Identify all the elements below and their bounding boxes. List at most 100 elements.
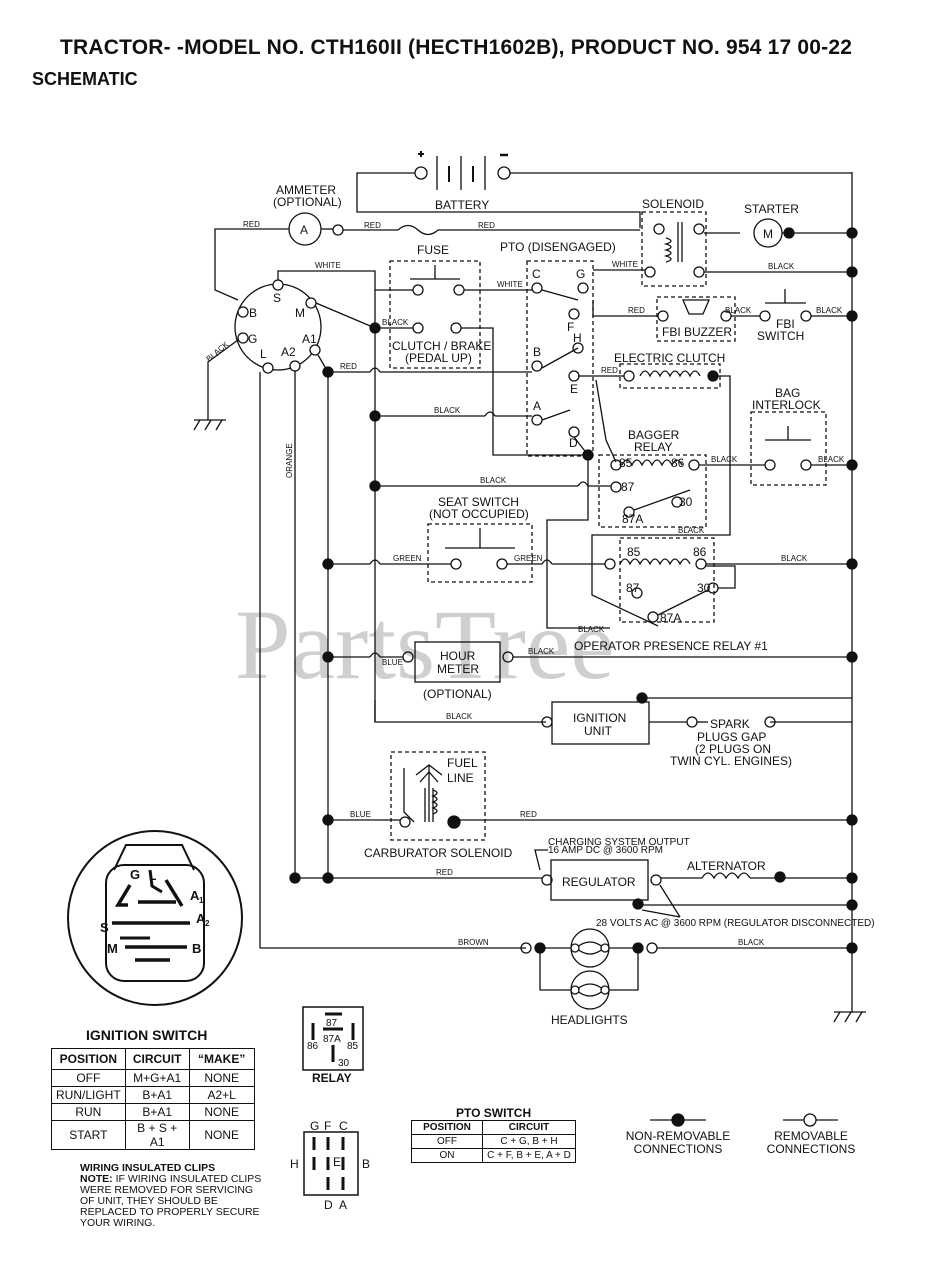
pto-pin-label: D (324, 1198, 333, 1212)
note-heading: WIRING INSULATED CLIPS (80, 1162, 216, 1174)
fuse-label: FUSE (417, 243, 449, 257)
connector (332, 224, 344, 236)
terminal-label: B (533, 345, 541, 359)
battery (414, 151, 511, 190)
wire-label: BLACK (480, 476, 507, 485)
relay-label: RELAY (312, 1071, 352, 1085)
terminal-label: A1 (302, 332, 317, 346)
hour-meter-label: HOUR (440, 649, 476, 663)
bag-interlock (750, 411, 827, 486)
wire-label: BLACK (818, 455, 845, 464)
wire-label: BLACK (711, 455, 738, 464)
page-subtitle: SCHEMATIC (32, 69, 138, 89)
fbi-buzzer (656, 296, 736, 342)
note-text: IF WIRING INSULATED CLIPS WERE REMOVED F… (80, 1173, 262, 1229)
pto-pin-diagram (303, 1131, 359, 1196)
ignition-unit-label-2: UNIT (584, 724, 613, 738)
note-label: NOTE: (80, 1173, 113, 1185)
ammeter-label: AMMETER (276, 183, 336, 197)
seat-switch-label-2: (NOT OCCUPIED) (429, 507, 529, 521)
removable-connection-icon (803, 1113, 817, 1127)
wire-label: RED (601, 366, 618, 375)
switch-face-label: 2 (205, 919, 210, 928)
spark-plugs-label-2: PLUGS GAP (697, 730, 766, 744)
legend-label: REMOVABLE (774, 1129, 848, 1143)
terminal-label: 30 (697, 581, 711, 595)
fbi-switch-label: FBI (776, 317, 795, 331)
wire-label: WHITE (497, 280, 523, 289)
terminal-label: L (260, 347, 267, 361)
wire-label: RED (243, 220, 260, 229)
table-cell: OFF (51, 1069, 126, 1087)
legend-label: CONNECTIONS (633, 1142, 723, 1156)
terminal-label: D (569, 436, 578, 450)
wire-label: BLACK (205, 339, 231, 363)
table-cell: NONE (188, 1069, 255, 1087)
table-cell: A2+L (188, 1086, 255, 1104)
terminal-label: G (248, 332, 257, 346)
seat-switch-label: SEAT SWITCH (438, 495, 519, 509)
table-header: “MAKE” (188, 1048, 255, 1070)
switch-face-label: 1 (199, 896, 204, 905)
pto-pin-label: A (339, 1198, 347, 1212)
legend-label: NON-REMOVABLE (625, 1129, 731, 1143)
starter-label: STARTER (744, 202, 799, 216)
table-cell: M+G+A1 (124, 1069, 190, 1087)
terminal-label: 85 (627, 545, 641, 559)
wire-label: GREEN (393, 554, 422, 563)
hour-meter-optional: (OPTIONAL) (423, 687, 492, 701)
fuel-line-label-2: LINE (447, 771, 474, 785)
terminal-label: 87 (621, 480, 635, 494)
terminal-label: B (249, 306, 257, 320)
bag-interlock-label: BAG (775, 386, 800, 400)
pto-label: PTO (DISENGAGED) (500, 240, 616, 254)
note-body: NOTE: IF WIRING INSULATED CLIPS WERE REM… (80, 1174, 270, 1229)
electric-clutch-label: ELECTRIC CLUTCH (614, 351, 725, 365)
table-row: RUN B+A1 NONE (51, 1103, 255, 1121)
spark-plugs-label: SPARK (710, 717, 750, 731)
pto-pin-label: G (310, 1119, 319, 1133)
wire-label: GREEN (514, 554, 543, 563)
relay-pin-diagram (302, 1006, 364, 1071)
switch-face-label: S (100, 920, 109, 935)
wire-label: ORANGE (285, 443, 294, 478)
table-cell: ON (411, 1148, 483, 1163)
ammeter-symbol: A (300, 223, 308, 237)
wire-battery-pos (356, 172, 641, 228)
hour-meter (414, 641, 501, 683)
switch-face-label: A (190, 888, 200, 903)
spark-plugs-label-4: TWIN CYL. ENGINES) (670, 754, 792, 768)
table-row: OFF M+G+A1 NONE (51, 1069, 255, 1087)
relay-pin-label: 87A (323, 1034, 341, 1045)
hour-meter-label-2: METER (437, 662, 479, 676)
carburetor-label: CARBURATOR SOLENOID (364, 846, 513, 860)
wire-label: WHITE (612, 260, 638, 269)
table-cell: OFF (411, 1134, 483, 1149)
bagger-label-2: RELAY (634, 440, 672, 454)
wire-label: BROWN (458, 938, 489, 947)
fuse-symbol (397, 224, 439, 236)
charging-label-2: 16 AMP DC @ 3600 RPM (548, 845, 663, 856)
wire-label: RED (364, 221, 381, 230)
wire-label: BLACK (382, 318, 409, 327)
terminal-label: 87A (660, 611, 681, 625)
pto-switch-table: POSITION CIRCUIT OFF C + G, B + H ON C +… (411, 1120, 576, 1163)
terminal-label: F (567, 320, 574, 334)
fuel-line-label: FUEL (447, 756, 478, 770)
charging-label: CHARGING SYSTEM OUTPUT (548, 837, 690, 848)
wire-red-ammeter (214, 228, 289, 301)
wiring-note: WIRING INSULATED CLIPS NOTE: IF WIRING I… (80, 1163, 270, 1229)
pto-pin-label: F (324, 1119, 331, 1133)
relay-pin-label: 86 (307, 1041, 319, 1052)
fbi-buzzer-label: FBI BUZZER (662, 325, 732, 339)
wire-label: RED (628, 306, 645, 315)
operator-presence-relay (619, 537, 715, 623)
wire-label: BLUE (382, 658, 403, 667)
starter-symbol: M (763, 227, 773, 241)
solenoid-label: SOLENOID (642, 197, 704, 211)
terminal-label: 87A (622, 512, 643, 526)
wire-label: BLACK (781, 554, 808, 563)
pto-switch-symbol (526, 260, 594, 457)
clutch-label-2: (PEDAL UP) (405, 351, 472, 365)
terminal-label: A2 (281, 345, 296, 359)
